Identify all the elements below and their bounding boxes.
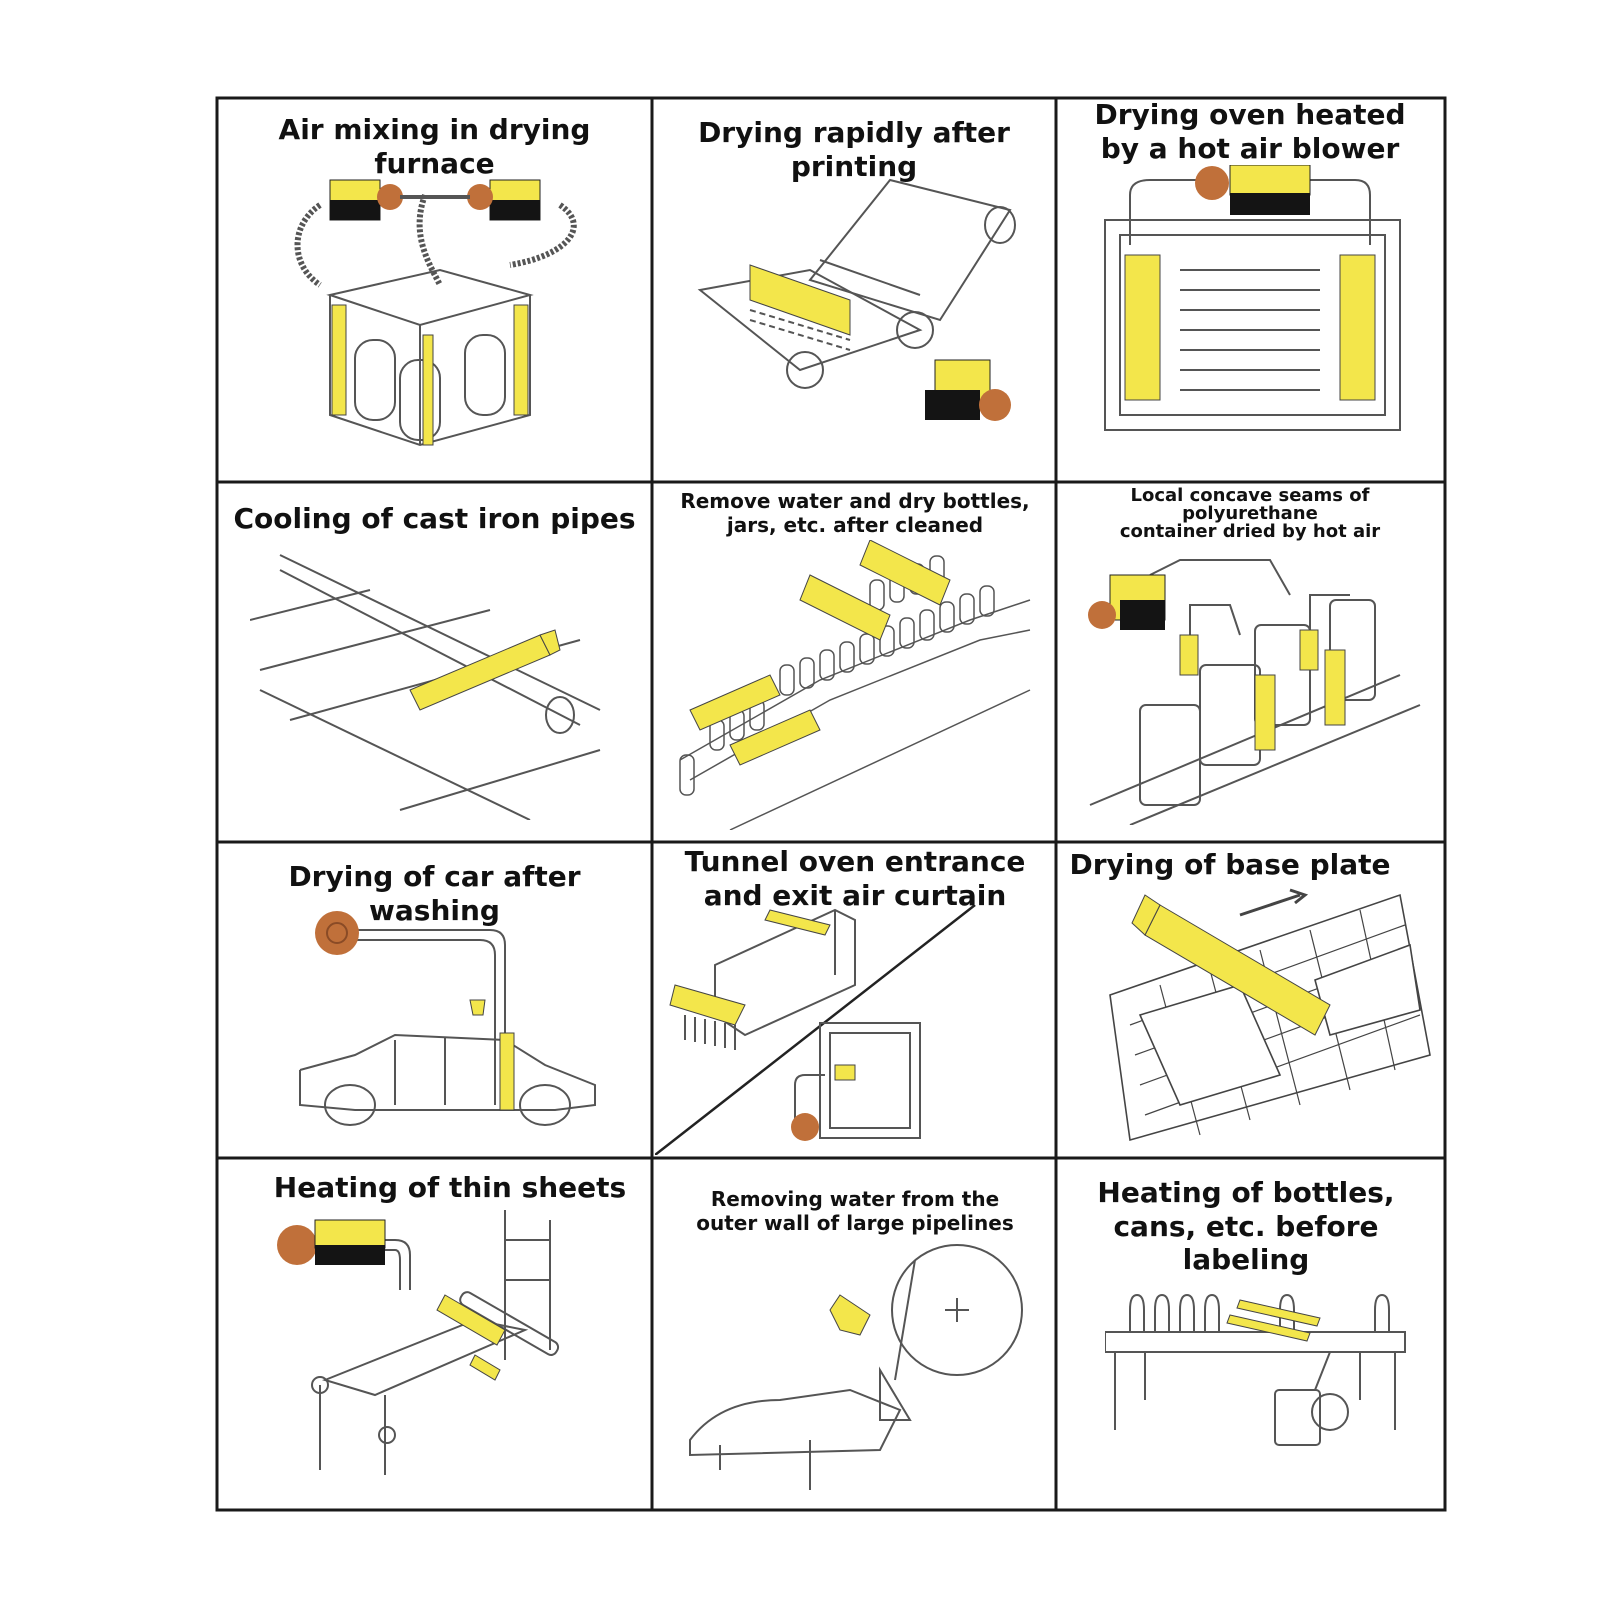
tunnel-oven-illustration xyxy=(655,905,976,1155)
title-line: Drying rapidly after printing xyxy=(698,116,1010,183)
title-line: Cooling of cast iron pipes xyxy=(233,502,636,535)
base-plate-illustration xyxy=(1109,888,1431,1142)
cell-title-car-washing: Drying of car after washing xyxy=(222,860,647,927)
title-line: Local concave seams of xyxy=(1130,485,1370,506)
title-line: outer wall of large pipelines xyxy=(696,1211,1014,1235)
title-line: Heating of bottles, xyxy=(1097,1176,1395,1209)
title-line: jars, etc. after cleaned xyxy=(726,513,984,537)
title-line: and exit air curtain xyxy=(703,878,1007,912)
car-drying-illustration xyxy=(299,911,596,1126)
title-line: Removing water from the xyxy=(710,1187,1000,1211)
title-line: container dried by hot air xyxy=(1119,521,1381,542)
cell-title-air-mixing: Air mixing in drying furnace xyxy=(222,113,647,180)
title-line: cans, etc. before labeling xyxy=(1113,1209,1379,1277)
cell-title-dry-bottles: Remove water and dry bottles, jars, etc.… xyxy=(655,489,1055,537)
cell-title-drying-oven: Drying oven heated by a hot air blower xyxy=(1060,98,1440,165)
labeling-illustration xyxy=(1105,1293,1406,1446)
cell-title-pipelines: Removing water from the outer wall of la… xyxy=(655,1187,1055,1235)
cell-title-thin-sheets: Heating of thin sheets xyxy=(260,1171,640,1205)
title-line: Drying oven heated xyxy=(1094,98,1406,131)
title-line: Heating of thin sheets xyxy=(273,1171,627,1204)
cell-title-labeling: Heating of bottles, cans, etc. before la… xyxy=(1056,1176,1436,1277)
title-line: Drying of base plate xyxy=(1069,848,1391,881)
cell-title-base-plate: Drying of base plate xyxy=(1060,848,1400,882)
thin-sheet-illustration xyxy=(277,1210,560,1475)
title-line: Tunnel oven entrance xyxy=(684,845,1026,878)
title-line: Drying of car after washing xyxy=(288,860,581,927)
container-drying-illustration xyxy=(1088,559,1421,825)
bottle-conveyor-illustration xyxy=(679,540,1031,830)
pipeline-illustration xyxy=(689,1244,1023,1490)
title-line: Air mixing in drying furnace xyxy=(278,113,591,180)
drying-furnace-illustration xyxy=(294,179,577,447)
printing-roller-illustration xyxy=(697,178,1016,421)
cell-title-cooling-pipes: Cooling of cast iron pipes xyxy=(222,502,647,536)
cell-title-tunnel-oven: Tunnel oven entrance and exit air curtai… xyxy=(655,845,1055,912)
cell-title-drying-printing: Drying rapidly after printing xyxy=(654,116,1054,183)
title-line: by a hot air blower xyxy=(1100,131,1400,165)
title-line: polyurethane xyxy=(1182,503,1318,524)
drying-oven-illustration xyxy=(1104,165,1401,431)
cast-iron-pipe-illustration xyxy=(250,554,601,820)
cell-title-polyurethane: Local concave seams of polyurethane cont… xyxy=(1060,487,1440,541)
title-line: Remove water and dry bottles, xyxy=(680,489,1030,513)
